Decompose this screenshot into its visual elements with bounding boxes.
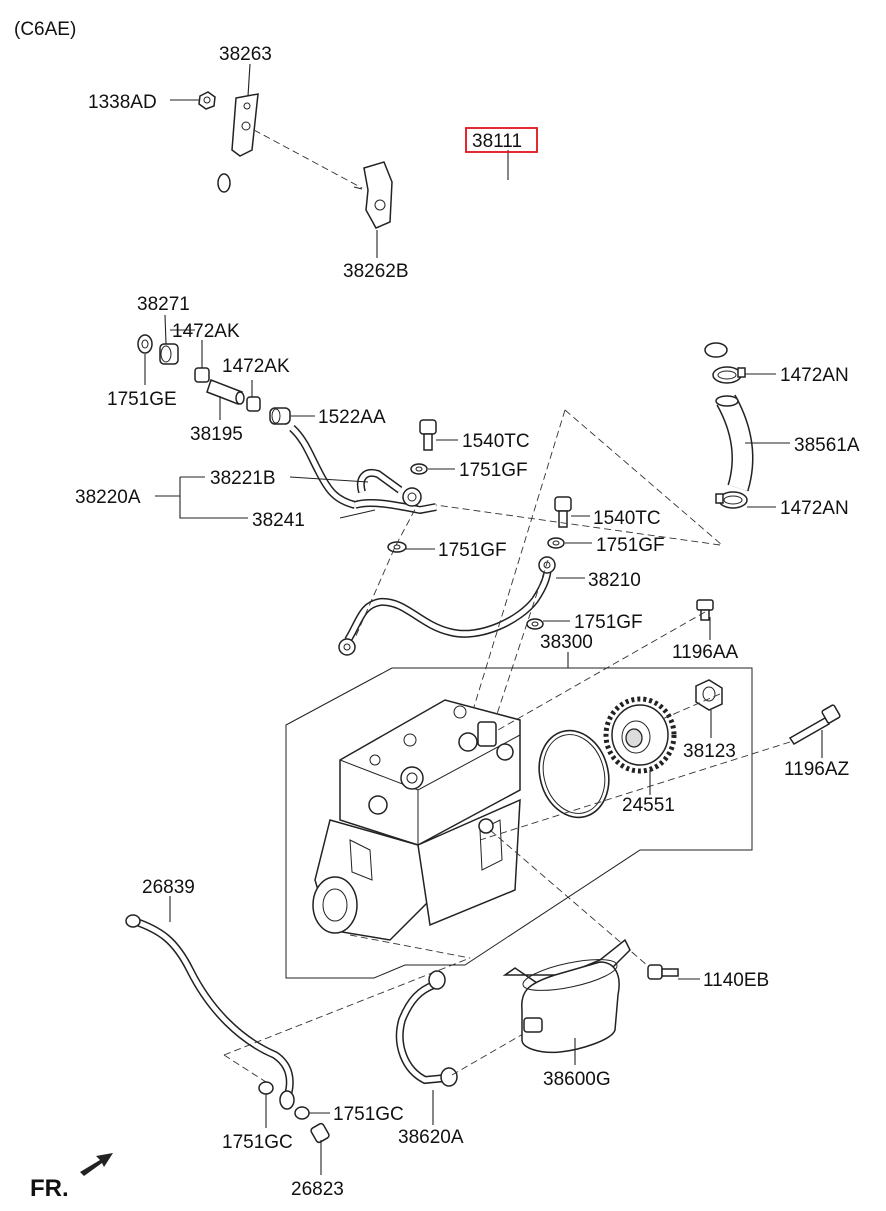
dash-f — [497, 611, 706, 731]
washer-1751GC-a — [258, 1081, 274, 1095]
label-1751GF-a[interactable]: 1751GF — [459, 460, 528, 481]
label-38271[interactable]: 38271 — [137, 294, 190, 315]
bracket-38263 — [231, 93, 259, 157]
label-38221B[interactable]: 38221B — [210, 468, 276, 489]
label-38600G[interactable]: 38600G — [543, 1069, 611, 1090]
label-26839[interactable]: 26839 — [142, 877, 195, 898]
label-38620A[interactable]: 38620A — [398, 1127, 464, 1148]
clamp-1472AN-bottom — [715, 491, 748, 509]
bolt-1540TC-b — [554, 496, 572, 528]
return-hose-38111 — [217, 146, 728, 358]
dash-c — [354, 499, 421, 639]
label-38195[interactable]: 38195 — [190, 424, 243, 445]
label-38561A[interactable]: 38561A — [794, 435, 860, 456]
front-label: FR. — [30, 1175, 69, 1202]
label-1751GF-c[interactable]: 1751GF — [438, 540, 507, 561]
label-1540TC-a[interactable]: 1540TC — [462, 431, 530, 452]
label-1472AN-a[interactable]: 1472AN — [780, 365, 849, 386]
label-1751GC-a[interactable]: 1751GC — [222, 1132, 293, 1153]
clip-1472AK-b — [246, 396, 261, 412]
label-1472AN-b[interactable]: 1472AN — [780, 498, 849, 519]
nut-1338AD — [198, 91, 216, 110]
pipe-38195 — [206, 379, 245, 405]
label-1196AZ[interactable]: 1196AZ — [784, 759, 850, 780]
pipe-38221B — [289, 425, 437, 515]
washer-1751GF-c — [547, 537, 565, 549]
washer-1751GF-d — [526, 618, 544, 630]
label-1472AK-a[interactable]: 1472AK — [172, 321, 240, 342]
leader-lines — [144, 63, 823, 1175]
assembly-box-38300 — [285, 667, 753, 979]
washer-1751GF-a — [410, 463, 428, 475]
washer-1751GC-b — [294, 1106, 310, 1120]
label-38300[interactable]: 38300 — [540, 632, 593, 653]
fuel-filter-38600G — [502, 938, 631, 1054]
nut-38123 — [695, 679, 723, 711]
dash-j — [223, 957, 471, 1056]
label-1522AA[interactable]: 1522AA — [318, 407, 386, 428]
label-1751GE[interactable]: 1751GE — [107, 389, 177, 410]
high-pressure-pump — [312, 699, 521, 941]
label-26823[interactable]: 26823 — [291, 1179, 344, 1200]
hose-38561A — [715, 394, 754, 492]
bolt-1140EB — [647, 964, 679, 980]
dash-a — [564, 409, 723, 546]
label-38123[interactable]: 38123 — [683, 741, 736, 762]
highlight-box-38111 — [465, 127, 538, 153]
part-labels: 38263 1338AD 38111 38262B 38271 1472AK 1… — [75, 44, 860, 1200]
model-code: (C6AE) — [14, 19, 76, 40]
washer-1751GE — [137, 334, 153, 354]
label-1140EB[interactable]: 1140EB — [703, 970, 769, 991]
label-1196AA[interactable]: 1196AA — [672, 642, 739, 663]
pipe-38210 — [338, 556, 556, 656]
label-1751GC-b[interactable]: 1751GC — [333, 1104, 404, 1125]
label-38263[interactable]: 38263 — [219, 44, 272, 65]
label-38262B[interactable]: 38262B — [343, 261, 409, 282]
bolt-1196AZ — [788, 704, 841, 745]
label-1472AK-b[interactable]: 1472AK — [222, 356, 290, 377]
label-38111[interactable]: 38111 — [472, 131, 522, 152]
bracket-38262B — [353, 161, 393, 229]
bolt-1540TC-a — [419, 419, 437, 451]
label-24551[interactable]: 24551 — [622, 795, 675, 816]
washer-1751GF-b — [387, 541, 407, 553]
pipe-38620A — [395, 970, 458, 1087]
label-1751GF-b[interactable]: 1751GF — [596, 535, 665, 556]
label-38210[interactable]: 38210 — [588, 570, 641, 591]
dash-bracket — [253, 129, 363, 189]
bolt-1196AA — [696, 599, 714, 621]
label-1540TC-b[interactable]: 1540TC — [593, 508, 661, 529]
label-38220A[interactable]: 38220A — [75, 487, 141, 508]
label-1751GF-d[interactable]: 1751GF — [574, 612, 643, 633]
fitting-1522AA — [269, 407, 291, 425]
front-direction-indicator: FR. — [30, 1153, 113, 1202]
dash-d — [494, 559, 549, 721]
dash-m — [451, 1029, 531, 1076]
clamp-1472AN-top — [712, 366, 746, 384]
fitting-38271 — [159, 343, 179, 365]
o-ring — [538, 729, 610, 819]
dash-l — [349, 934, 471, 959]
dash-h — [479, 741, 791, 841]
pipe-26839 — [125, 914, 295, 1110]
dash-e — [435, 504, 721, 546]
label-1338AD[interactable]: 1338AD — [88, 92, 157, 113]
gear-24551 — [603, 696, 677, 774]
bolt-26823 — [310, 1122, 330, 1144]
label-38241[interactable]: 38241 — [252, 510, 305, 531]
dash-k — [223, 1054, 267, 1083]
clip-1472AK-a — [194, 367, 210, 383]
front-arrow-icon — [80, 1153, 113, 1176]
